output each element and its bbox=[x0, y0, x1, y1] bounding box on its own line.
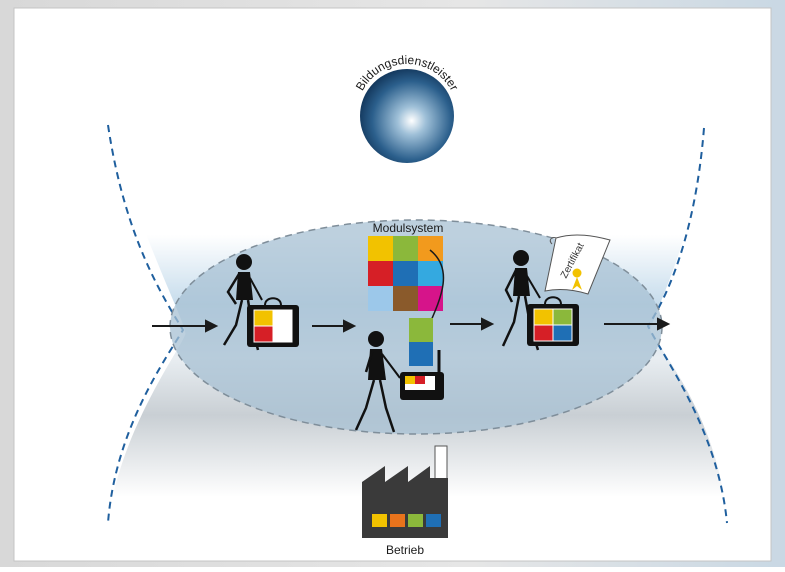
learner-figure-2 bbox=[354, 331, 444, 433]
training-provider-sphere: Bildungsdienstleister bbox=[353, 53, 461, 163]
module-tile bbox=[368, 261, 393, 286]
factory-module-tile bbox=[426, 514, 441, 527]
module-tile bbox=[368, 286, 393, 311]
selected-module-blue bbox=[409, 342, 433, 366]
factory-module-tile bbox=[408, 514, 423, 527]
arrow-out-head bbox=[657, 317, 671, 331]
selected-module-green bbox=[409, 318, 433, 342]
flow-arrows bbox=[152, 317, 671, 333]
factory: Betrieb bbox=[362, 445, 448, 557]
arrow-step1-head bbox=[343, 319, 357, 333]
module-system-label: Modulsystem bbox=[373, 221, 444, 235]
factory-label: Betrieb bbox=[386, 543, 424, 557]
learner-figure-3 bbox=[501, 250, 579, 351]
arrow-in-head bbox=[205, 319, 219, 333]
module-tile bbox=[393, 286, 418, 311]
factory-module-tile bbox=[390, 514, 405, 527]
module-tile bbox=[418, 261, 443, 286]
module-tile bbox=[393, 236, 418, 261]
certificate: Zertifikat bbox=[544, 234, 611, 295]
module-system: Modulsystem bbox=[368, 221, 445, 366]
module-grid bbox=[368, 236, 443, 311]
module-tile bbox=[368, 236, 393, 261]
factory-module-tile bbox=[372, 514, 387, 527]
module-tile bbox=[393, 261, 418, 286]
factory-modules bbox=[372, 514, 441, 527]
arrow-step2-head bbox=[481, 317, 495, 331]
module-tile bbox=[418, 236, 443, 261]
learner-figure-1 bbox=[222, 254, 299, 351]
certificate-seal bbox=[572, 268, 582, 278]
